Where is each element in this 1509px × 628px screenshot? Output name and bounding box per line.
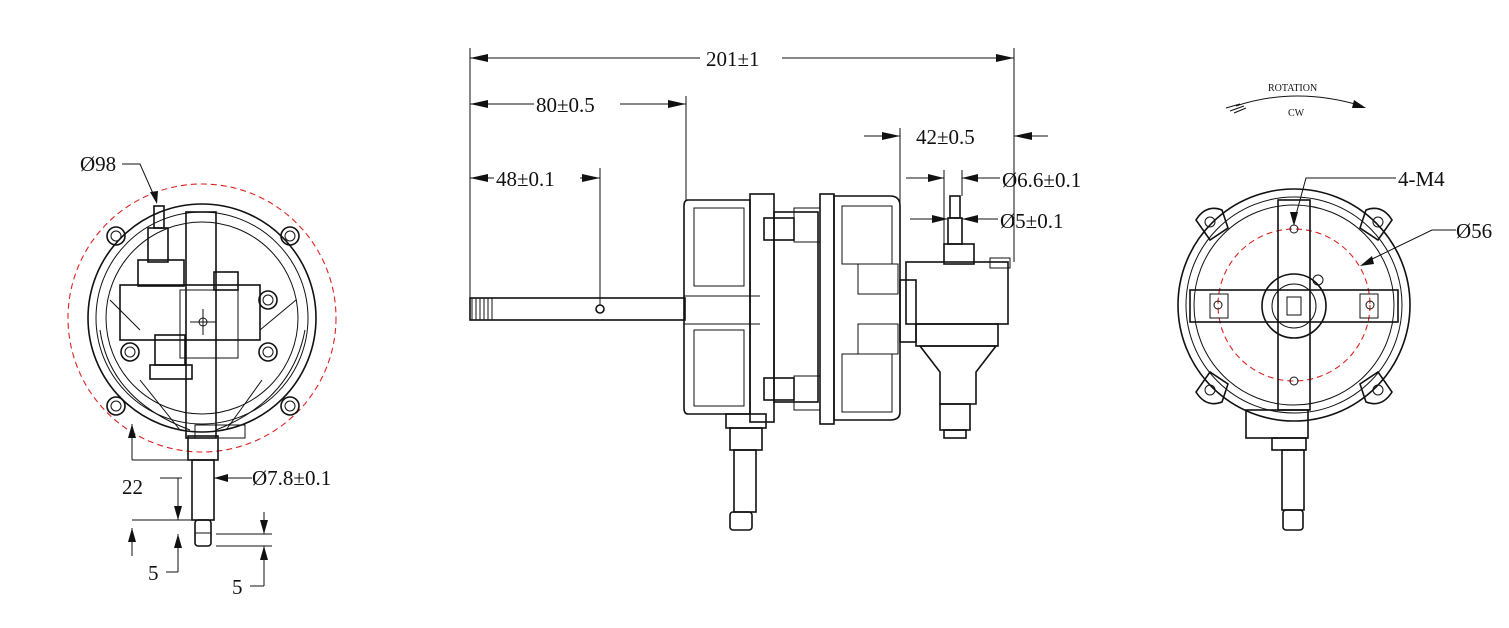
side-dimensions: 201±1 80±0.5 48±0.1 42±0.5 Ø6.6±0.1 (469, 47, 1081, 305)
left-end-view (67, 183, 337, 547)
left-dimensions: Ø98 22 Ø7.8±0.1 5 5 (80, 152, 331, 599)
left-outline-dashed-circle (67, 183, 337, 453)
side-shaft-hole (595, 304, 605, 314)
left-diameter-label: Ø98 (80, 152, 116, 176)
right-end-view: ROTATION CW (1177, 83, 1411, 531)
side-long-shaft (469, 297, 686, 321)
left-tip-left-label: 5 (148, 561, 159, 585)
direction-label: CW (1288, 108, 1305, 119)
rotation-arrow (1235, 95, 1363, 107)
dim-length-42: 42±0.5 (916, 125, 975, 149)
dim-length-80: 80±0.5 (536, 93, 595, 117)
thread-label: 4-M4 (1398, 167, 1445, 191)
left-shaft (191, 459, 215, 521)
left-housing-ring (105, 221, 299, 415)
rotation-label: ROTATION (1268, 83, 1317, 94)
left-height-label: 22 (122, 475, 143, 499)
dim-length-48: 48±0.1 (496, 167, 555, 191)
dim-diameter-66: Ø6.6±0.1 (1002, 168, 1081, 192)
pcd-label: Ø56 (1456, 219, 1492, 243)
left-shaft-diameter-label: Ø7.8±0.1 (252, 466, 331, 490)
dim-diameter-5: Ø5±0.1 (1000, 209, 1063, 233)
right-pcd-dashed-circle (1217, 228, 1371, 382)
side-view (469, 193, 1011, 531)
right-dimensions: 4-M4 Ø56 (1290, 167, 1492, 266)
left-screws (106, 226, 300, 416)
dim-overall-length: 201±1 (706, 47, 760, 71)
right-mounting-ears (1195, 207, 1393, 405)
left-housing-outer (87, 203, 317, 433)
left-tip-right-label: 5 (232, 575, 243, 599)
